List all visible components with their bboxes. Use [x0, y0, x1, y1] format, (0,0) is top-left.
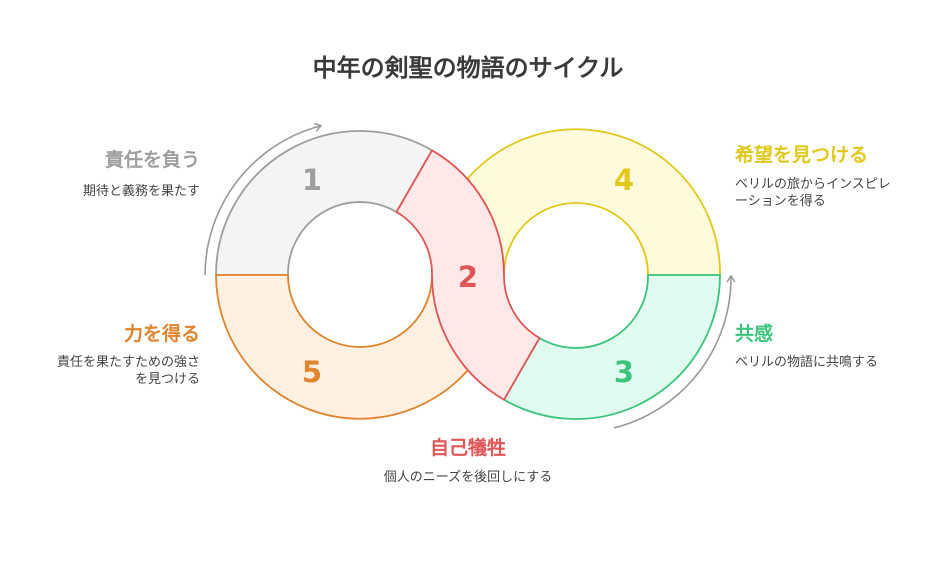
stage-number-3: 3	[614, 355, 634, 389]
stage-5-heading: 力を得る	[123, 323, 200, 345]
cycle-arrow-top-left-icon	[204, 122, 323, 276]
stage-number-4: 4	[614, 163, 634, 197]
stage-2-heading: 自己犠牲	[430, 437, 507, 459]
segment-1	[215, 130, 433, 276]
stage-number-2: 2	[458, 260, 478, 294]
stage-1-description: 期待と義務を果たす	[82, 184, 200, 199]
segment-3	[503, 274, 721, 420]
stage-4-heading: 希望を見つける	[735, 144, 869, 166]
stage-4-description: ベリルの旅からインスピレーションを得る	[735, 177, 891, 209]
segment-2	[395, 149, 541, 401]
stage-3-description: ベリルの物語に共鳴する	[735, 355, 879, 370]
stage-2-description: 個人のニーズを後回しにする	[383, 470, 553, 485]
diagram-title: 中年の剣聖の物語のサイクル	[312, 54, 624, 82]
segment-5	[215, 274, 469, 420]
cycle-arrow-bottom-right-icon	[613, 274, 736, 429]
stage-number-1: 1	[302, 163, 322, 197]
segment-4	[467, 128, 721, 276]
stage-number-5: 5	[302, 355, 322, 389]
stage-3-heading: 共感	[735, 323, 774, 345]
stage-1-heading: 責任を負う	[104, 149, 200, 171]
stage-5-description: 責任を果たすための強さを見つける	[56, 355, 200, 387]
